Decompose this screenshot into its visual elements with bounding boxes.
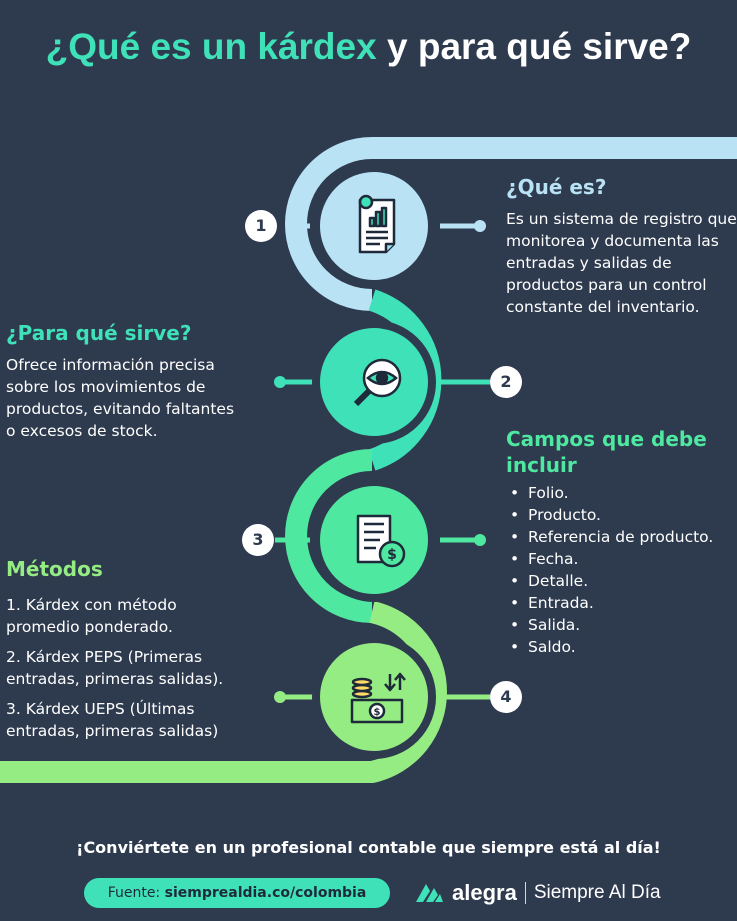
method-line: 2. Kárdex PEPS (Primeras — [6, 648, 203, 666]
money-stack-arrows-icon: $ — [350, 672, 406, 724]
step-1-number: 1 — [245, 210, 277, 242]
step-3-heading: Campos que debe incluir — [506, 426, 707, 478]
step-3-heading-line: incluir — [506, 453, 577, 477]
page-title: ¿Qué es un kárdex y para qué sirve? — [0, 26, 737, 68]
step-1-line: constante del inventario. — [506, 298, 700, 316]
method-line: promedio ponderado. — [6, 618, 173, 636]
list-item: Folio. — [506, 482, 737, 504]
magnifier-eye-icon — [353, 358, 402, 407]
step-2-body: Ofrece información precisa sobre los mov… — [6, 354, 266, 442]
method-line: 1. Kárdex con método — [6, 596, 177, 614]
step-1-line: productos para un control — [506, 276, 707, 294]
connector-dot-3 — [474, 534, 486, 546]
step-2-heading: ¿Para qué sirve? — [6, 321, 192, 345]
list-item: Referencia de producto. — [506, 526, 737, 548]
invoice-coin-icon: $ — [356, 514, 406, 568]
step-2-line: productos, evitando faltantes — [6, 400, 235, 418]
list-item: Producto. — [506, 504, 737, 526]
step-4-number: 4 — [490, 681, 522, 713]
list-item: Detalle. — [506, 570, 737, 592]
path-segment-3 — [285, 449, 373, 623]
step-2-line: Ofrece información precisa — [6, 356, 215, 374]
step-1-line: Es un sistema de registro que — [506, 210, 737, 228]
connector-dot-2 — [274, 376, 286, 388]
alegra-logo-icon — [416, 884, 443, 902]
title-highlight: ¿Qué es un kárdex — [45, 26, 377, 67]
step-1-body: Es un sistema de registro que monitorea … — [506, 208, 737, 318]
step-1-line: monitorea y documenta las — [506, 232, 719, 250]
step-2-line: o excesos de stock. — [6, 422, 158, 440]
call-to-action: ¡Conviértete en un profesional contable … — [76, 838, 661, 857]
step-4-heading: Métodos — [6, 557, 103, 581]
step-4-body: 1. Kárdex con método promedio ponderado.… — [6, 594, 276, 742]
step-1-line: entradas y salidas de — [506, 254, 672, 272]
method-item: 1. Kárdex con método promedio ponderado. — [6, 594, 276, 638]
method-line: entradas, primeras salidas) — [6, 722, 219, 740]
brand-tagline: Siempre Al Día — [533, 882, 661, 903]
connector-dot-1 — [474, 220, 486, 232]
method-item: 3. Kárdex UEPS (Últimas entradas, primer… — [6, 698, 276, 742]
step-3-number: 3 — [242, 524, 274, 556]
svg-text:$: $ — [387, 547, 397, 563]
method-item: 2. Kárdex PEPS (Primeras entradas, prime… — [6, 646, 276, 690]
brand-block: alegra Siempre Al Día — [414, 876, 661, 910]
source-label: Fuente: — [107, 885, 165, 901]
source-url[interactable]: siemprealdia.co/colombia — [164, 885, 367, 901]
brand-name: alegra — [452, 880, 517, 905]
path-segment-1 — [285, 137, 737, 311]
list-item: Saldo. — [506, 636, 737, 658]
step-4-circle — [312, 635, 436, 759]
list-item: Salida. — [506, 614, 737, 636]
list-item: Fecha. — [506, 548, 737, 570]
method-line: 3. Kárdex UEPS (Últimas — [6, 700, 195, 718]
step-2-number: 2 — [490, 366, 522, 398]
step-2-line: sobre los movimientos de — [6, 378, 206, 396]
step-3-heading-line: Campos que debe — [506, 427, 707, 451]
fields-list: Folio. Producto. Referencia de producto.… — [506, 482, 737, 658]
source-link[interactable]: Fuente: siemprealdia.co/colombia — [84, 878, 390, 908]
title-rest: y para qué sirve? — [376, 26, 692, 67]
document-chart-icon — [358, 194, 396, 254]
step-1-heading: ¿Qué es? — [506, 175, 607, 199]
method-line: entradas, primeras salidas). — [6, 670, 224, 688]
svg-text:$: $ — [374, 707, 381, 718]
brand-divider — [524, 882, 526, 904]
list-item: Entrada. — [506, 592, 737, 614]
connector-dot-4 — [274, 691, 286, 703]
